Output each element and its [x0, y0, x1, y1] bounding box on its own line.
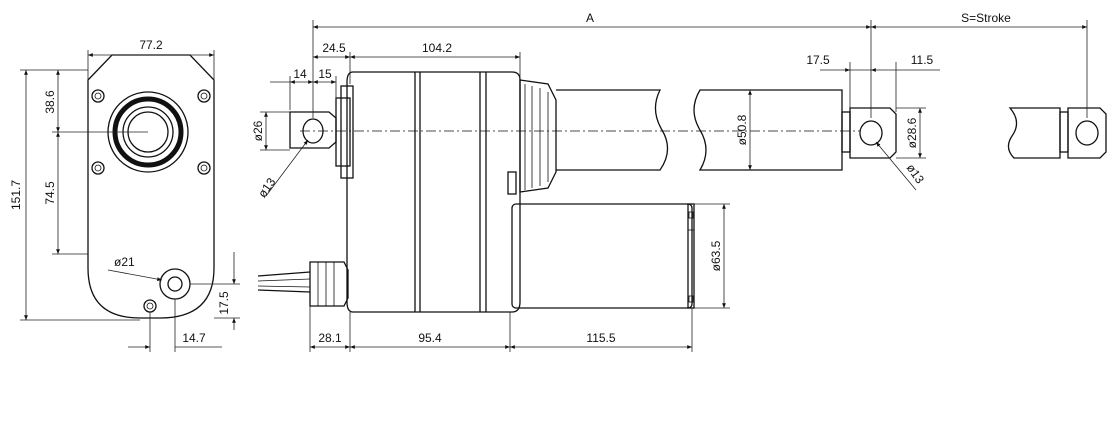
dim-dia-13-right: ø13 [904, 161, 928, 186]
dim-24-5: 24.5 [322, 41, 346, 55]
dim-15: 15 [318, 67, 332, 81]
gearbox-housing [346, 71, 521, 313]
dim-mount-mid: 74.5 [43, 181, 57, 205]
front-clevis [841, 107, 897, 159]
dim-height: 151.7 [9, 180, 23, 210]
extended-end [1007, 107, 1107, 159]
dim-motor-hole: ø21 [114, 255, 135, 269]
front-collar [507, 79, 557, 195]
dim-11-5: 11.5 [911, 53, 934, 67]
dim-offset-horizontal: 14.7 [182, 331, 206, 345]
dim-95-4: 95.4 [418, 331, 442, 345]
dim-offset-vertical: 17.5 [217, 291, 231, 315]
dim-104-2: 104.2 [422, 41, 452, 55]
cable-gland [257, 261, 349, 307]
dim-28-1: 28.1 [318, 331, 342, 345]
dim-overall-a: A [586, 11, 594, 25]
dim-dia-50-8: ø50.8 [735, 114, 749, 145]
screw-holes [91, 89, 211, 313]
dim-17-5-rod: 17.5 [806, 53, 830, 67]
dim-115-5: 115.5 [586, 331, 615, 345]
dim-stroke: S=Stroke [961, 11, 1011, 25]
dim-dia-26: ø26 [251, 120, 265, 141]
dim-14: 14 [293, 67, 307, 81]
dim-dia-63-5: ø63.5 [709, 240, 723, 271]
dim-mount-top: 38.6 [43, 90, 57, 114]
dim-dia-28-6: ø28.6 [905, 117, 919, 148]
end-view: 77.2 151.7 38.6 74.5 ø21 17.5 14.7 [9, 38, 240, 352]
rear-clevis [289, 85, 354, 179]
dim-dia-13-left: ø13 [255, 175, 279, 200]
outer-tube [556, 89, 843, 171]
end-view-outline [87, 54, 215, 319]
motor-hole [159, 268, 191, 300]
side-view: A S=Stroke 24.5 104.2 14 15 ø26 ø13 [251, 11, 1107, 352]
motor-body [511, 203, 695, 309]
dim-width: 77.2 [139, 38, 163, 52]
